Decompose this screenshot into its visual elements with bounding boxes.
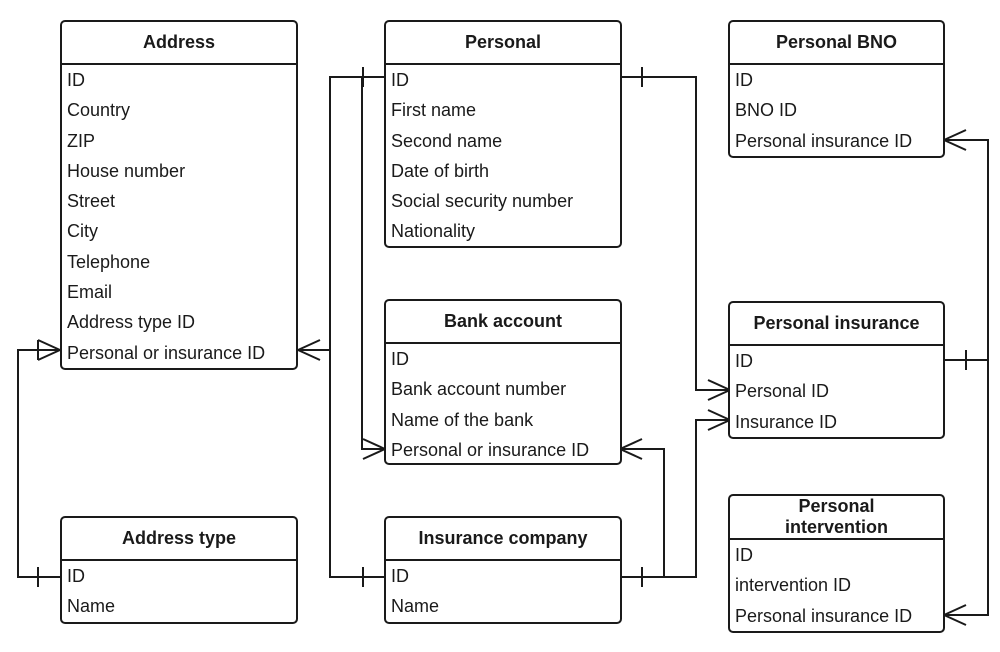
relation-bankaccount-insurance xyxy=(619,438,665,587)
entity-title: Bank account xyxy=(386,301,620,344)
attribute-intervention-id: intervention ID xyxy=(735,575,852,596)
relation-insurance-personalinsurance xyxy=(620,409,731,578)
attribute-id: ID xyxy=(391,566,409,586)
entity-address[interactable]: Address ID Country ZIP House number Stre… xyxy=(60,20,298,370)
entity-address-type[interactable]: Address type ID Name xyxy=(60,516,298,624)
entity-personal[interactable]: Personal ID First name Second name Date … xyxy=(384,20,622,248)
relation-address-addresstype xyxy=(17,339,61,587)
relation-bno-personalinsurance xyxy=(943,129,989,370)
attribute-city: City xyxy=(67,221,98,242)
attribute-date-of-birth: Date of birth xyxy=(391,160,490,181)
attribute-insurance-id: Insurance ID xyxy=(735,411,838,432)
attribute-id: ID xyxy=(735,351,753,371)
relation-personal-bankaccount xyxy=(361,76,386,460)
attribute-first-name: First name xyxy=(391,100,477,121)
attribute-name-of-the-bank: Name of the bank xyxy=(391,409,534,430)
attribute-social-security-number: Social security number xyxy=(391,191,574,212)
attribute-house-number: House number xyxy=(67,160,186,181)
attribute-email: Email xyxy=(67,282,113,303)
attribute-telephone: Telephone xyxy=(67,251,151,272)
entity-title: Address xyxy=(62,22,296,65)
entity-title: Personal BNO xyxy=(730,22,943,65)
relation-intervention-personalinsurance xyxy=(943,360,989,626)
attribute-street: Street xyxy=(67,191,116,212)
attribute-personal-insurance-id: Personal insurance ID xyxy=(735,130,913,151)
entity-title: Insurance company xyxy=(386,518,620,561)
attribute-id: ID xyxy=(391,70,409,90)
entity-personal-insurance[interactable]: Personal insurance ID Personal ID Insura… xyxy=(728,301,945,439)
attribute-address-type-id: Address type ID xyxy=(67,312,196,333)
relation-address-personal xyxy=(297,67,385,361)
attribute-id: ID xyxy=(67,566,85,586)
relation-personal-personalinsurance xyxy=(620,67,731,401)
attribute-id: ID xyxy=(735,545,753,565)
attribute-zip: ZIP xyxy=(67,130,96,151)
attribute-nationality: Nationality xyxy=(391,221,476,242)
attribute-name: Name xyxy=(67,596,116,617)
attribute-personal-or-insurance-id: Personal or insurance ID xyxy=(391,439,590,460)
entity-personal-intervention[interactable]: Personal intervention ID intervention ID… xyxy=(728,494,945,633)
entity-bank-account[interactable]: Bank account ID Bank account number Name… xyxy=(384,299,622,465)
relation-address-insurance xyxy=(329,350,385,587)
entity-title: Address type xyxy=(62,518,296,561)
attribute-id: ID xyxy=(67,70,85,90)
entity-insurance-company[interactable]: Insurance company ID Name xyxy=(384,516,622,624)
attribute-name: Name xyxy=(391,596,440,617)
attribute-personal-insurance-id: Personal insurance ID xyxy=(735,605,913,626)
attribute-second-name: Second name xyxy=(391,130,503,151)
attribute-bno-id: BNO ID xyxy=(735,100,798,121)
attribute-id: ID xyxy=(391,349,409,369)
attribute-bank-account-number: Bank account number xyxy=(391,379,567,400)
attribute-personal-id: Personal ID xyxy=(735,381,830,402)
attribute-country: Country xyxy=(67,100,131,121)
entity-personal-bno[interactable]: Personal BNO ID BNO ID Personal insuranc… xyxy=(728,20,945,158)
attribute-id: ID xyxy=(735,70,753,90)
entity-title: Personal intervention xyxy=(730,496,943,540)
attribute-personal-or-insurance-id: Personal or insurance ID xyxy=(67,342,266,363)
entity-title: Personal xyxy=(386,22,620,65)
entity-title: Personal insurance xyxy=(730,303,943,346)
